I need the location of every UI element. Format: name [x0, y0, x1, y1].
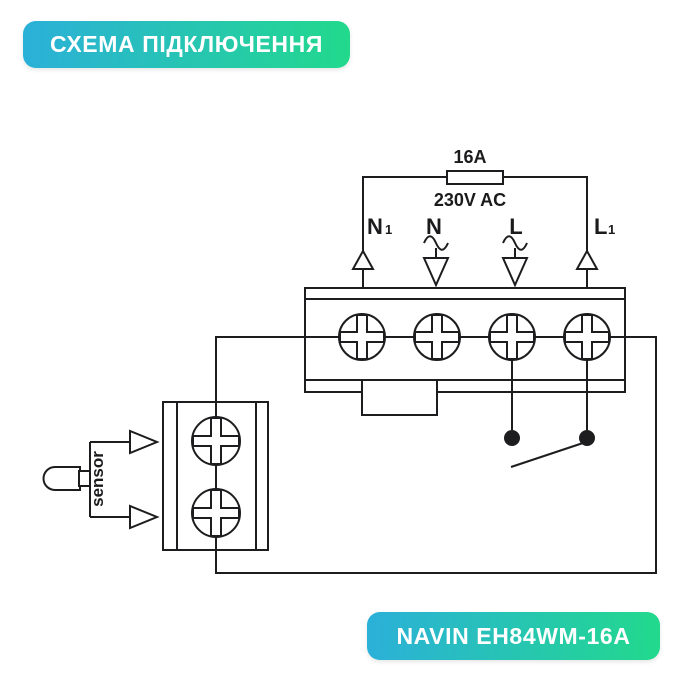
model-name-text: NAVIN EH84WM-16A: [396, 622, 631, 649]
fuse-voltage-label: 230V AC: [434, 190, 506, 210]
fuse-wire-right: [503, 176, 588, 252]
terminal-label-l1-sub: 1: [608, 222, 615, 237]
fuse-symbol: [446, 170, 504, 185]
screw-terminal-n: [413, 313, 461, 361]
terminal-label-n1: N: [367, 214, 383, 239]
terminal-label-l: L: [509, 214, 522, 239]
screw-terminal-n1: [338, 313, 386, 361]
screw-terminal-sensor-bottom: [191, 488, 241, 538]
sensor-wire-loop: [215, 336, 657, 574]
arrow-down-n-icon: [422, 257, 450, 288]
ac-tilde-l-icon: [502, 235, 528, 251]
sensor-label: sensor: [88, 451, 107, 507]
arrow-right-sensor-top-icon: [129, 429, 160, 455]
fuse-wire-left: [362, 176, 447, 252]
terminal-label-l1: L: [594, 214, 607, 239]
arrow-up-l1-icon: [575, 248, 599, 270]
sensor-bulb-icon: [42, 466, 81, 491]
diagram-title-badge: СХЕМА ПІДКЛЮЧЕННЯ: [23, 21, 350, 68]
switch-contact-left: [504, 430, 520, 446]
jumper-bridge: [361, 379, 438, 416]
main-terminal-block: [304, 287, 626, 393]
terminal-label-n: N: [426, 214, 442, 239]
screw-terminal-l1: [563, 313, 611, 361]
sensor-terminal-block: [162, 401, 269, 551]
screw-terminal-l: [488, 313, 536, 361]
arrow-right-sensor-bottom-icon: [129, 504, 160, 530]
fuse-rating-label: 16A: [453, 147, 486, 167]
arrow-down-l-icon: [501, 257, 529, 288]
ac-tilde-n-icon: [423, 235, 449, 251]
arrow-up-n1-icon: [351, 248, 375, 270]
switch-blade: [510, 442, 584, 468]
diagram-title-text: СХЕМА ПІДКЛЮЧЕННЯ: [50, 31, 323, 57]
switch-contact-right: [579, 430, 595, 446]
screw-terminal-sensor-top: [191, 416, 241, 466]
terminal-label-n1-sub: 1: [385, 222, 392, 237]
model-name-badge: NAVIN EH84WM-16A: [367, 612, 660, 660]
